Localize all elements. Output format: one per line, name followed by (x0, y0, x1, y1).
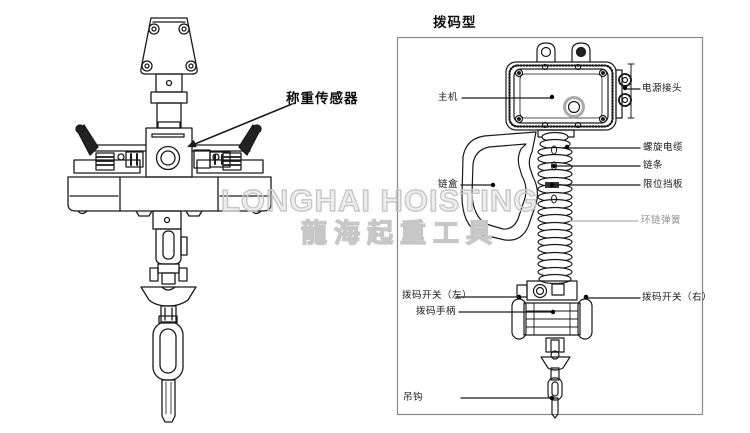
leader-lines (455, 85, 641, 401)
label-spiral-cable: 螺旋电缆 (643, 143, 684, 153)
right-clamp-shape (196, 124, 264, 174)
left-figure (67, 17, 293, 423)
figure-title: 拨码型 (433, 15, 477, 30)
right-figure (455, 42, 641, 419)
lower-suspension-shape (140, 210, 197, 423)
shaft-stack-shape (150, 73, 188, 129)
dip-switch-box-shape (516, 280, 578, 301)
label-hook: 吊钩 (403, 393, 424, 403)
label-power-connector: 电源接头 (642, 84, 683, 94)
label-chain: 链条 (643, 161, 664, 171)
base-shape (67, 176, 272, 217)
chain-box-shape (461, 131, 539, 241)
dip-handle-shape (511, 298, 593, 340)
main-unit-shape (505, 61, 617, 131)
label-dip-handle: 拨码手柄 (415, 307, 456, 317)
lug-shapes (536, 42, 591, 63)
label-dip-switch-left: 拨码开关（左） (402, 291, 473, 301)
figure-frame (396, 36, 704, 416)
label-weighing-sensor: 称重传感器 (286, 91, 359, 106)
weighing-sensor-arrow (187, 103, 293, 148)
label-dip-switch-right: 拨码开关（右） (642, 293, 713, 303)
label-limit-stopper: 限位挡板 (643, 180, 684, 190)
coil-spring-shape (537, 131, 573, 285)
label-chain-spring: 环链弹簧 (641, 216, 682, 226)
top-bracket-shape (140, 17, 198, 75)
label-main-unit: 主机 (437, 93, 458, 103)
power-connector-shape (615, 63, 635, 119)
sensor-block-shape (145, 121, 193, 178)
hook-train-shape (540, 337, 571, 419)
label-chain-box: 链盒 (437, 180, 458, 190)
left-clamp-shape (73, 124, 141, 174)
